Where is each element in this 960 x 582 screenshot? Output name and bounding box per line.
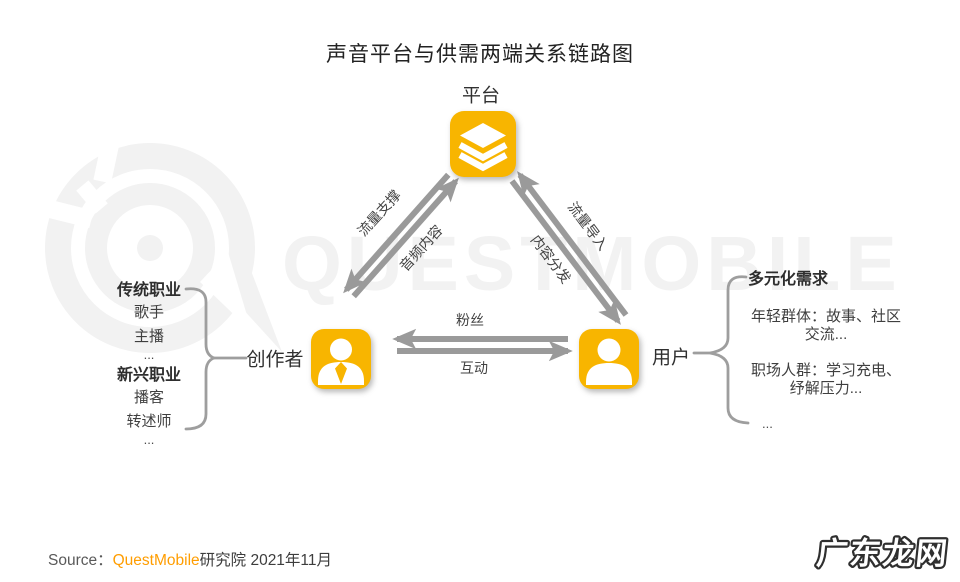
source-rest: 研究院 2021年11月 <box>199 552 333 569</box>
site-logo-text: 广东龙网 <box>815 536 951 571</box>
source-note: Source：QuestMobile研究院 2021年11月 <box>48 548 332 570</box>
list-item: 转述师 <box>126 413 172 430</box>
creator-node-label: 创作者 <box>246 349 304 371</box>
platform-node <box>449 110 517 178</box>
edge-label-interaction: 互动 <box>460 360 488 376</box>
source-brand: QuestMobile <box>112 552 200 569</box>
edge-label-fans: 粉丝 <box>456 312 484 328</box>
questmobile-watermark-logo-icon <box>38 134 282 353</box>
layers-stack-icon <box>450 111 516 177</box>
site-logo: 广东龙网 <box>813 534 953 573</box>
person-icon <box>579 329 639 389</box>
list-item: 职场人群：学习充电、纾解压力... <box>750 362 901 397</box>
group-heading-diversified-needs: 多元化需求 <box>748 271 829 288</box>
arrow-platform-to-creator <box>343 172 451 294</box>
user-node-label: 用户 <box>651 347 691 369</box>
creator-professions-list: 传统职业 歌手 主播 ... 新兴职业 播客 转述师 ... <box>93 281 205 447</box>
ellipsis-text: ... <box>762 416 773 431</box>
list-item: 主播 <box>133 328 164 345</box>
ellipsis-text: ... <box>143 347 155 362</box>
ellipsis-text: ... <box>143 432 155 447</box>
page-title: 声音平台与供需两端关系链路图 <box>326 43 634 66</box>
user-brace <box>709 275 750 425</box>
user-node <box>578 328 640 390</box>
user-needs-list: 多元化需求 年轻群体：故事、社区交流... 职场人群：学习充电、纾解压力... … <box>748 270 904 431</box>
arrow-creator-to-platform <box>351 177 459 299</box>
list-item: 年轻群体：故事、社区交流... <box>750 308 901 343</box>
creator-node <box>310 328 372 390</box>
list-item: 播客 <box>133 389 164 406</box>
platform-node-label: 平台 <box>461 85 501 107</box>
person-tie-icon <box>311 329 371 389</box>
group-heading-emerging: 新兴职业 <box>116 367 181 384</box>
source-label: Source： <box>48 552 113 569</box>
arrow-platform-to-user <box>509 179 621 325</box>
group-heading-traditional: 传统职业 <box>116 282 181 299</box>
list-item: 歌手 <box>133 304 164 321</box>
arrow-user-to-platform <box>517 171 629 317</box>
